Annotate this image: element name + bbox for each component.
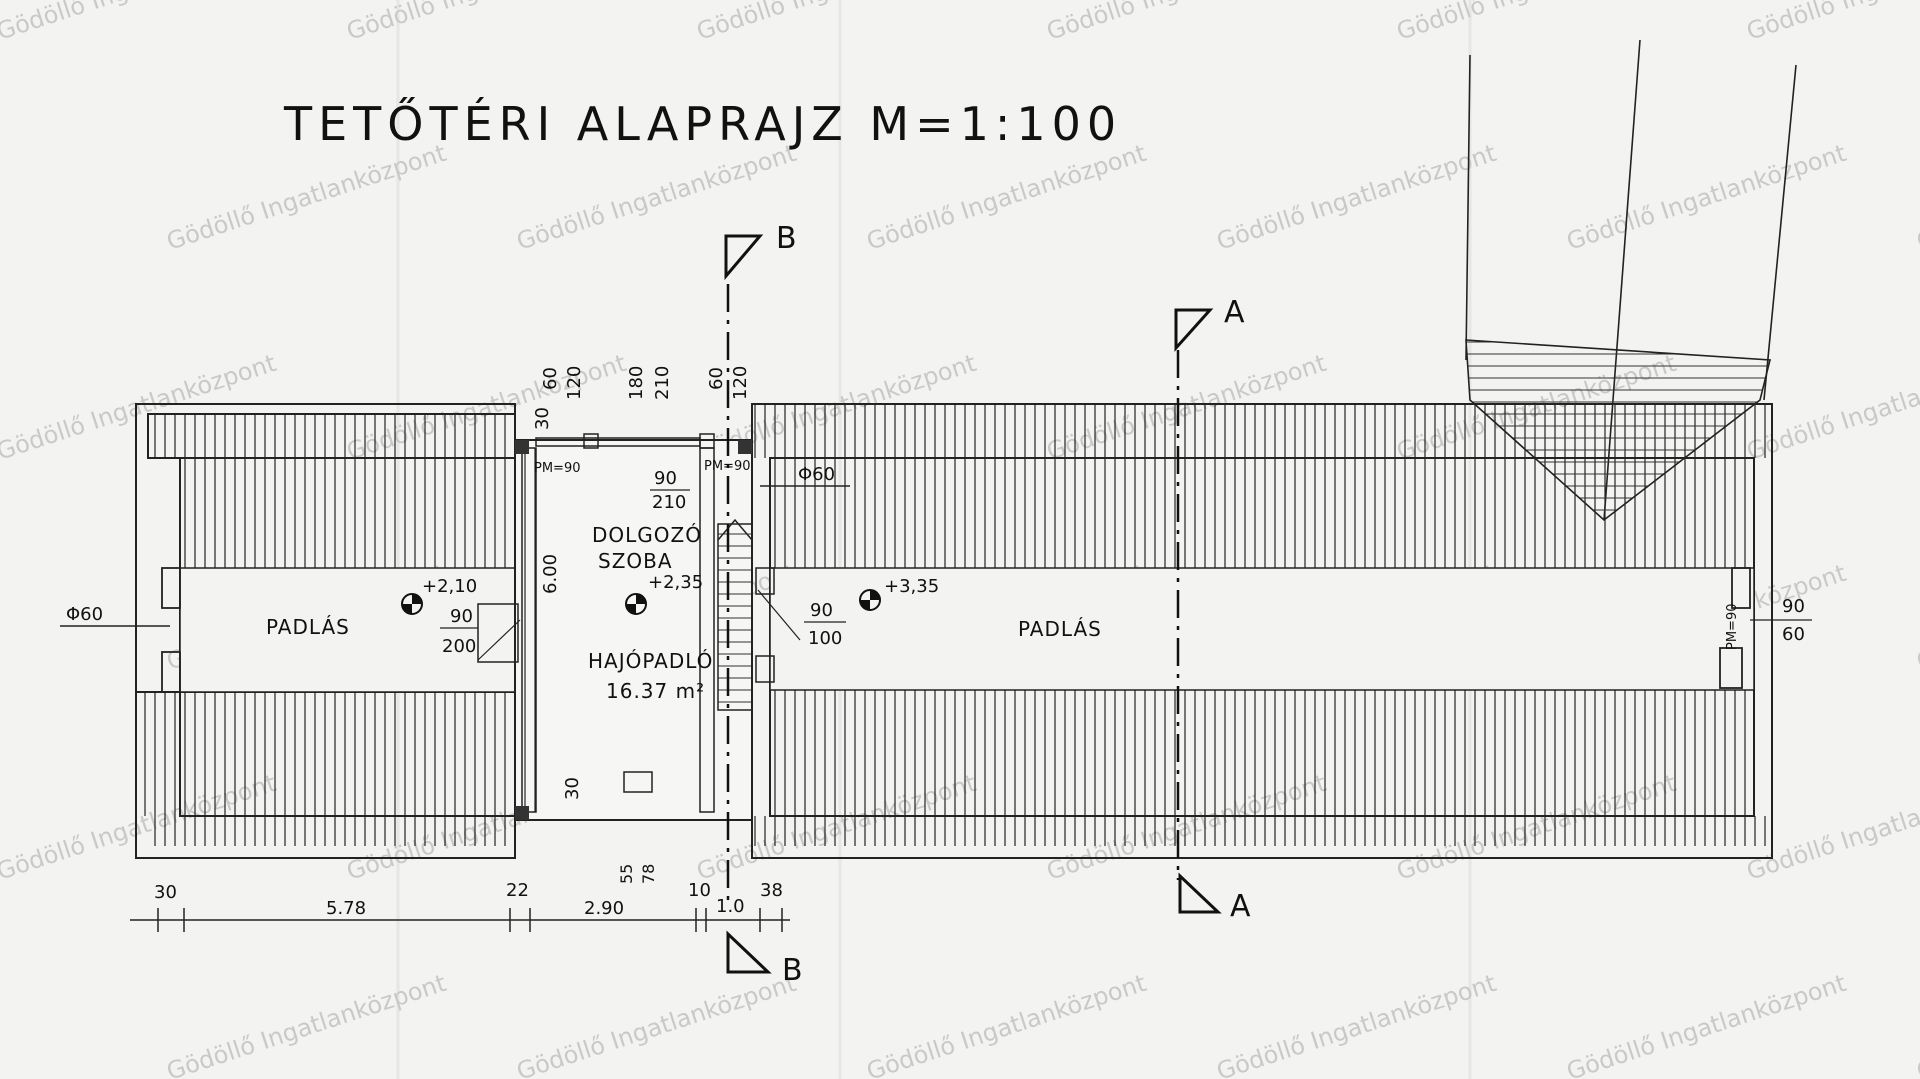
drawing-title: TETŐTÉRI ALAPRAJZ M=1:100 [283,97,1122,151]
top-dim-30: 30 [532,407,553,430]
study-room [477,433,801,821]
watermark-text: Gödöllő Ingatlanközpont [1563,139,1849,256]
win-end-bottom: 60 [1782,624,1805,645]
watermark-text: Gödöllő Ingatlanközpont [1743,0,1920,46]
room-label-padlas-right: PADLÁS [1018,617,1102,641]
top-dim-60b: 60 [706,367,727,390]
dim-5-78: 5.78 [326,898,366,919]
watermark-text: Gödöllő Ingatlanközpont [513,969,799,1079]
top-dim-120: 120 [564,366,585,400]
dim-10: 10 [688,880,711,901]
height-label: 6.00 [540,554,561,594]
door-right-bottom: 100 [808,628,842,649]
gable-windows [161,567,1751,693]
top-dim-60: 60 [540,367,561,390]
watermark-text: Gödöllő Ingatlanközpont [343,0,629,46]
pm-label-end: PM=90 [1725,604,1740,651]
watermark-text: Gödöllő Ingatlanközpont [1563,969,1849,1079]
section-markers: B B A A [724,221,1251,988]
level-label-right: +3,35 [884,576,939,597]
door-study-bottom: 210 [652,492,686,513]
top-dimensions: 30 60 120 180 210 60 120 6.00 30 55 78 [532,366,751,884]
watermark-text: Gödöllő Ingatlanközpont [1913,559,1920,676]
watermark-text: Gödöllő Ingatlanközpont [163,969,449,1079]
phi-label-right: Φ60 [798,464,835,485]
bottom-dimension-chain: 30 5.78 22 2.90 10 1.0 38 [130,880,790,932]
door-right-top: 90 [810,600,833,621]
level-label-center: +2,35 [648,572,703,593]
bottom-dim-30: 30 [562,777,583,800]
watermark-text: Gödöllő Ingatlanközpont [0,0,280,46]
phi-label-left: Φ60 [66,604,103,625]
section-a-bottom-symbol [1178,872,1222,914]
room-label-padlas-left: PADLÁS [266,615,350,639]
room-label-study-2: SZOBA [598,549,673,573]
top-dim-120b: 120 [730,366,751,400]
attic-floor [179,567,1755,693]
dim-2-90: 2.90 [584,898,624,919]
watermark-text: Gödöllő Ingatlanközpont [163,139,449,256]
door-study-top: 90 [654,468,677,489]
level-marker-right [859,589,881,611]
section-b-bottom-symbol [726,930,772,974]
dormer-projection [1465,39,1797,522]
bottom-dim-55: 55 [617,864,636,884]
watermark-text: Gödöllő Ingatlanközpont [863,969,1149,1079]
dim-38: 38 [760,880,783,901]
section-a-top-symbol [1174,308,1214,352]
door-left-top: 90 [450,606,473,627]
watermark-text: Gödöllő Ingatlanközpont [1213,139,1499,256]
top-dim-180: 180 [626,366,647,400]
room-label-study-1: DOLGOZÓ [592,523,702,547]
section-lines [726,284,1180,900]
dim-1-0: 1.0 [716,896,745,917]
watermark-text: Gödöllő Ingatlanközpont [1213,969,1499,1079]
door-left-bottom: 200 [442,636,476,657]
dim-30: 30 [154,882,177,903]
level-marker-left [401,593,423,615]
watermark-text: Gödöllő Ingatlanközpont [1913,969,1920,1079]
room-label-floor-2: 16.37 m² [606,679,705,703]
watermark-text: Gödöllő Ingatlanközpont [1913,139,1920,256]
watermark-text: Gödöllő Ingatlanközpont [693,0,979,46]
watermark-text: Gödöllő Ingatlanközpont [863,139,1149,256]
top-dim-210: 210 [652,366,673,400]
dim-22: 22 [506,880,529,901]
room-label-floor-1: HAJÓPADLÓ [588,649,713,673]
watermark-text: Gödöllő Ingatlanközpont [1043,0,1329,46]
roof-tiles [136,404,1772,846]
pm-label-left: PM=90 [534,461,581,476]
section-a-bottom-label: A [1230,889,1251,924]
bottom-dim-78: 78 [639,864,658,884]
win-end-top: 90 [1782,596,1805,617]
watermark-text: Gödöllő Ingatlanközpont [1393,0,1679,46]
level-markers: +2,10 +2,35 +3,35 [401,572,939,615]
level-label-left: +2,10 [422,576,477,597]
section-b-bottom-label: B [782,953,803,988]
level-marker-center [625,593,647,615]
section-b-top-symbol [724,234,764,281]
section-a-top-label: A [1224,295,1245,330]
section-b-top-label: B [776,221,797,256]
